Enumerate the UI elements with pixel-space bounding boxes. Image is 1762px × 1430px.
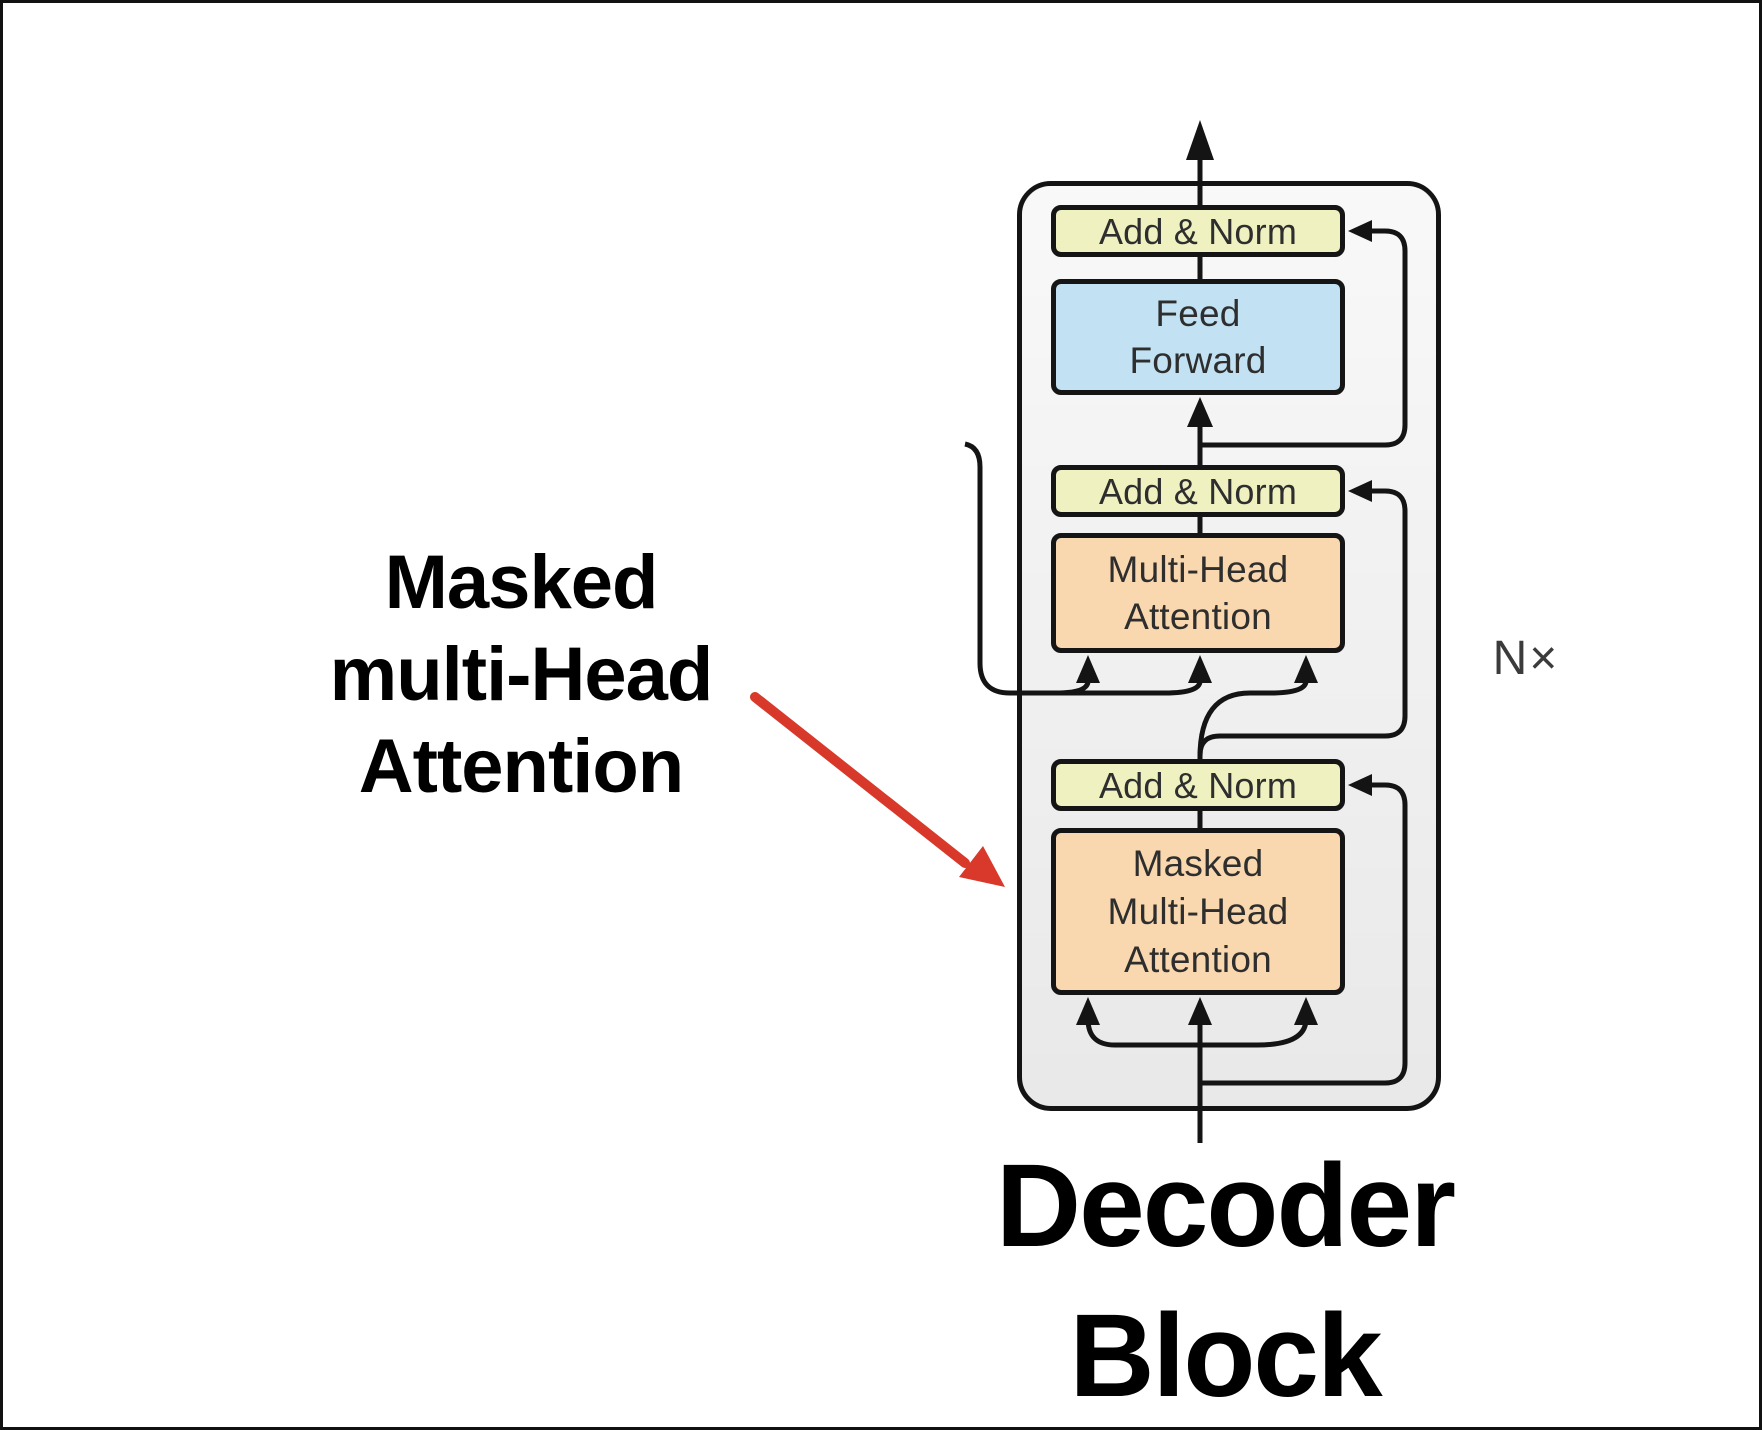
block-add-norm-top: Add & Norm	[1051, 205, 1345, 257]
arrowhead-up-mha-right-icon	[1294, 655, 1318, 683]
block-masked-multi-head-attention: Masked Multi-Head Attention	[1051, 828, 1345, 995]
qkv-splitter-bar	[1085, 1018, 1309, 1048]
repeat-count-label: N×	[1492, 632, 1560, 685]
arrowhead-left-addnorm-top-icon	[1348, 220, 1372, 242]
wiring-layer	[750, 120, 1408, 1143]
encoder-input-line	[964, 441, 1203, 696]
arrowhead-up-mmha-right-icon	[1294, 997, 1318, 1025]
annotation-arrow	[750, 692, 1005, 887]
query-jog-line	[1197, 680, 1309, 758]
block-add-norm-middle: Add & Norm	[1051, 465, 1345, 517]
arrowhead-up-mmha-center-icon	[1188, 997, 1212, 1025]
arrowheads	[1076, 120, 1372, 1025]
arrowhead-up-mha-center-icon	[1188, 655, 1212, 683]
residual-loop-top	[1200, 228, 1408, 448]
arrowhead-up-feedforward-icon	[1187, 397, 1213, 427]
residual-loop-bottom	[1200, 782, 1408, 1086]
residual-loop-middle	[1197, 488, 1408, 759]
arrowhead-up-output-icon	[1186, 120, 1214, 160]
annotation-arrow-shaft-texture	[761, 703, 955, 859]
annotation-text: Masked multi-Head Attention	[329, 540, 714, 809]
arrowhead-up-mha-left-icon	[1076, 655, 1100, 683]
arrowhead-left-addnorm-bottom-icon	[1348, 774, 1372, 796]
annotation-arrowhead-icon	[959, 846, 1005, 887]
connector-lines	[964, 156, 1408, 1143]
block-add-norm-bottom: Add & Norm	[1051, 759, 1345, 811]
block-feed-forward: Feed Forward	[1051, 279, 1345, 395]
block-multi-head-attention: Multi-Head Attention	[1051, 533, 1345, 653]
arrowhead-up-mmha-left-icon	[1076, 997, 1100, 1025]
diagram-caption: Decoder Block	[995, 1140, 1456, 1422]
arrowhead-left-addnorm-middle-icon	[1348, 480, 1372, 502]
